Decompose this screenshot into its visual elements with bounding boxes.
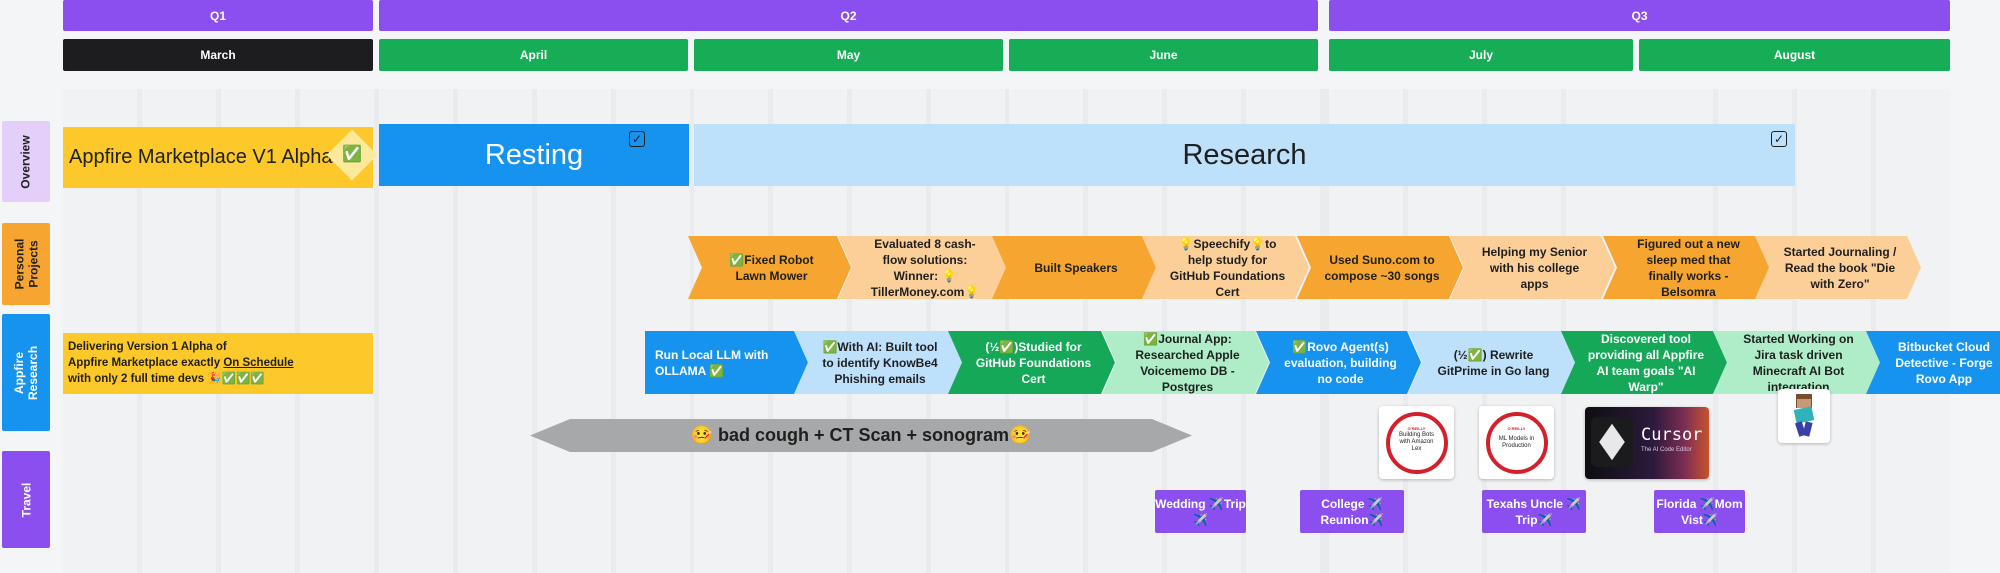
delivery-note: Delivering Version 1 Alpha of Appfire Ma… — [63, 333, 373, 394]
lane-appfire-research: Appfire Research — [2, 314, 50, 431]
research-item-ollama[interactable]: Run Local LLM with OLLAMA ✅ — [645, 331, 808, 394]
oreilly-badge-icon: O'REILLY ML Models in Production — [1485, 411, 1548, 474]
personal-item-cashflow[interactable]: Evaluated 8 cash-flow solutions: Winner:… — [838, 236, 1008, 299]
delivery-line-2: Appfire Marketplace exactly On Schedule — [68, 357, 294, 369]
lane-travel: Travel — [2, 451, 50, 548]
travel-texahs-uncle-trip[interactable]: Texahs Uncle ✈️Trip✈️ — [1482, 490, 1586, 533]
personal-item-suno[interactable]: Used Suno.com to compose ~30 songs — [1297, 236, 1463, 299]
minecraft-steve-icon[interactable] — [1778, 389, 1830, 443]
book-thumbnail-ml[interactable]: O'REILLY ML Models in Production — [1479, 406, 1554, 479]
research-item-github-cert[interactable]: (½✅)Studied for GitHub Foundations Cert — [948, 331, 1115, 394]
month-april[interactable]: April — [379, 39, 688, 71]
health-bar[interactable]: 🤒 bad cough + CT Scan + sonogram🤒 — [530, 419, 1192, 452]
personal-item-speakers[interactable]: Built Speakers — [992, 236, 1156, 299]
quarter-q1[interactable]: Q1 — [63, 0, 373, 31]
personal-item-college-apps[interactable]: Helping my Senior with his college apps — [1450, 236, 1615, 299]
travel-wedding-trip[interactable]: Wedding ✈️Trip✈️ — [1155, 490, 1246, 533]
book1-title: Building Bots with Amazon Lex — [1398, 432, 1435, 452]
research-item-ai-warp[interactable]: Discovered tool providing all Appfire AI… — [1561, 331, 1727, 394]
personal-item-speechify[interactable]: 💡Speechify💡to help study for GitHub Foun… — [1142, 236, 1309, 299]
lane-personal-projects: Personal Projects — [2, 223, 50, 305]
oreilly-badge-icon: O'REILLY Building Bots with Amazon Lex — [1385, 411, 1448, 474]
on-schedule-link[interactable]: On Schedule — [223, 357, 294, 369]
alpha-milestone-label: Appfire Marketplace V1 Alpha — [69, 146, 333, 168]
quarter-q3[interactable]: Q3 — [1329, 0, 1950, 31]
cursor-thumbnail[interactable]: Cursor The AI Code Editor — [1585, 407, 1709, 479]
lane-overview: Overview — [2, 121, 50, 202]
book-thumbnail-lex[interactable]: O'REILLY Building Bots with Amazon Lex — [1379, 406, 1454, 479]
research-bar[interactable]: Research — [694, 124, 1795, 186]
cursor-title: Cursor — [1641, 425, 1703, 445]
research-item-bitbucket-detective[interactable]: Bitbucket Cloud Detective - Forge Rovo A… — [1866, 331, 2000, 394]
month-march[interactable]: March — [63, 39, 373, 71]
research-label: Research — [1182, 138, 1307, 171]
delivery-line-3: with only 2 full time devs 🎉✅✅✅ — [68, 373, 265, 385]
personal-item-journaling[interactable]: Started Journaling / Read the book "Die … — [1755, 236, 1921, 299]
book2-brand: O'REILLY — [1507, 425, 1526, 431]
personal-item-sleep-med[interactable]: Figured out a new sleep med that finally… — [1603, 236, 1770, 299]
resting-checkbox-icon[interactable]: ✓ — [629, 131, 645, 147]
research-checkbox-icon[interactable]: ✓ — [1771, 131, 1787, 147]
cursor-cube-icon — [1591, 417, 1633, 467]
research-item-journal-app[interactable]: ✅Journal App: Researched Apple Voicememo… — [1102, 331, 1269, 394]
personal-item-robot-mower[interactable]: ✅Fixed Robot Lawn Mower — [688, 236, 851, 299]
research-item-phishing[interactable]: ✅With AI: Built tool to identify KnowBe4… — [794, 331, 962, 394]
quarter-q2[interactable]: Q2 — [379, 0, 1318, 31]
month-august[interactable]: August — [1639, 39, 1950, 71]
travel-florida-mom-visit[interactable]: Florida ✈️Mom Vist✈️ — [1654, 490, 1745, 533]
delivery-line-1: Delivering Version 1 Alpha of — [68, 341, 227, 353]
resting-label: Resting — [484, 138, 584, 171]
cursor-subtitle: The AI Code Editor — [1641, 447, 1692, 453]
month-may[interactable]: May — [694, 39, 1003, 71]
travel-college-reunion[interactable]: College ✈️Reunion✈️ — [1300, 490, 1404, 533]
book1-brand: O'REILLY — [1407, 425, 1426, 431]
research-item-rovo-agent[interactable]: ✅Rovo Agent(s) evaluation, building no c… — [1256, 331, 1421, 394]
research-item-gitprime[interactable]: (½✅) Rewrite GitPrime in Go lang — [1408, 331, 1575, 394]
milestone-check-icon: ✅ — [342, 146, 362, 163]
health-bar-label: 🤒 bad cough + CT Scan + sonogram🤒 — [690, 425, 1032, 445]
alpha-milestone-bar[interactable]: Appfire Marketplace V1 Alpha — [63, 127, 373, 188]
research-item-minecraft-bot[interactable]: Started Working on Jira task driven Mine… — [1713, 331, 1880, 394]
month-june[interactable]: June — [1009, 39, 1318, 71]
month-july[interactable]: July — [1329, 39, 1633, 71]
book2-title: ML Models in Production — [1498, 435, 1535, 449]
resting-bar[interactable]: Resting — [379, 124, 689, 186]
